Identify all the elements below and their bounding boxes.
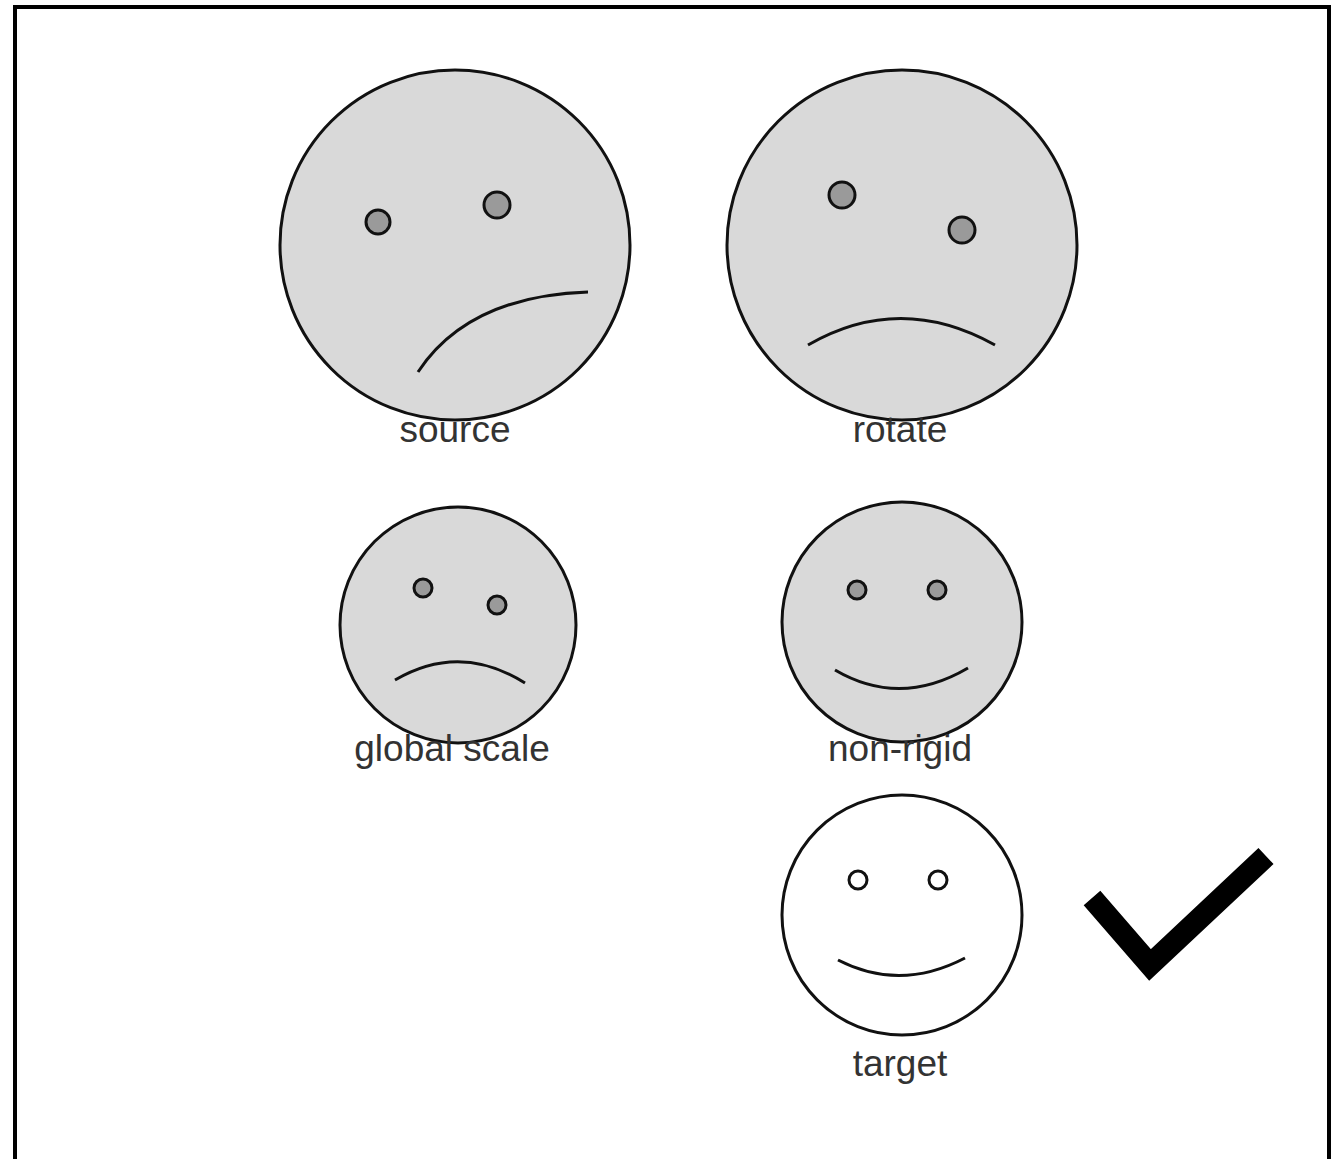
face-label: target [853,1042,948,1086]
face-label: global scale [354,727,549,771]
face-label: non-rigid [828,727,972,771]
check-mark [1092,856,1266,965]
face-label: source [399,408,510,452]
non-rigid-face [782,502,1022,742]
slide-frame [15,7,1329,1159]
source-face [280,70,630,420]
face-label: rotate [853,408,948,452]
rotate-face [727,70,1077,420]
global-scale-face [340,507,576,743]
target-face [782,795,1022,1035]
